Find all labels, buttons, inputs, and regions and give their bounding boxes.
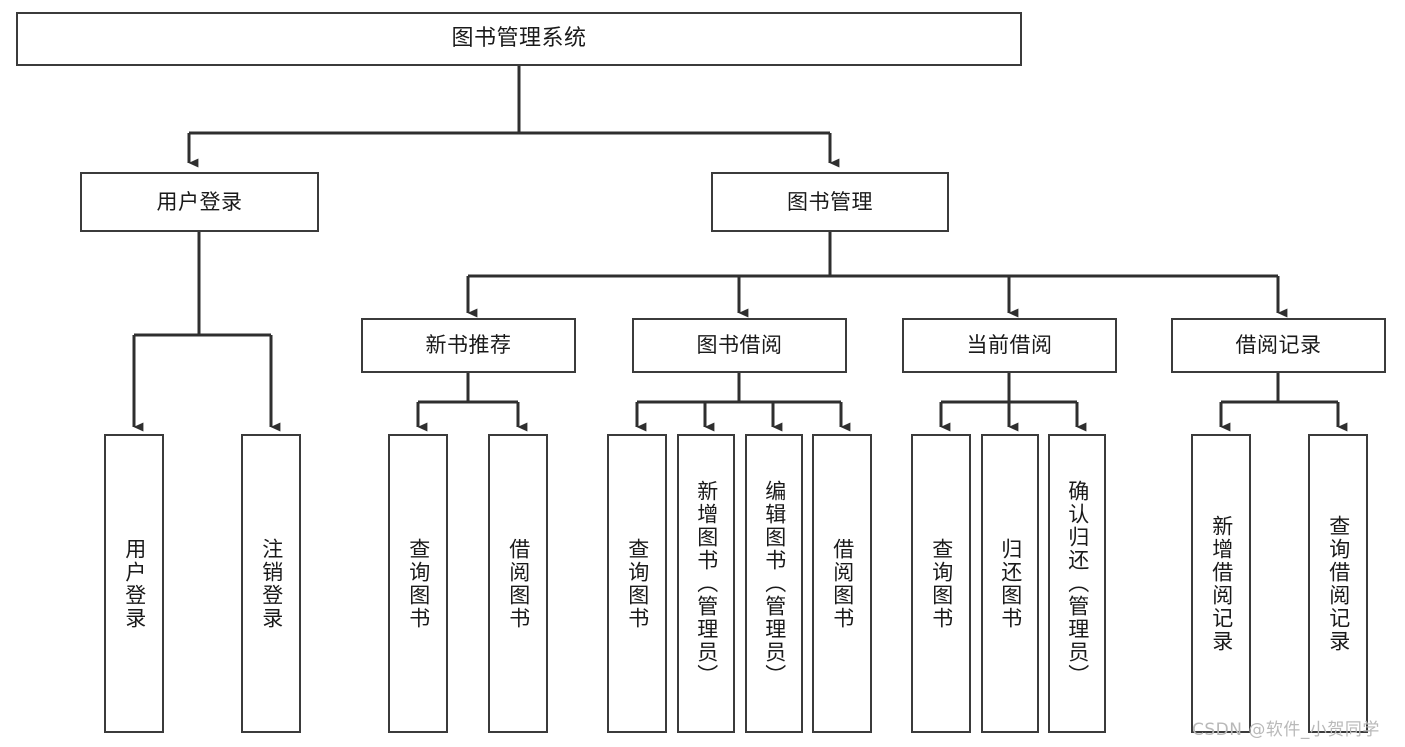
leaf-book-borrow-query[interactable]: 查询图书 (607, 434, 667, 733)
leaf-current-borrow-query-label: 查询图书 (929, 537, 954, 630)
node-new-book-recommend[interactable]: 新书推荐 (361, 318, 576, 373)
node-book-management[interactable]: 图书管理 (711, 172, 949, 232)
node-root-label: 图书管理系统 (451, 26, 587, 52)
leaf-user-login-logout[interactable]: 注销登录 (241, 434, 301, 733)
leaf-current-borrow-query[interactable]: 查询图书 (911, 434, 971, 733)
leaf-book-borrow-borrow-label: 借阅图书 (830, 537, 855, 630)
node-current-borrow[interactable]: 当前借阅 (902, 318, 1117, 373)
leaf-book-borrow-add[interactable]: 新增图书（管理员） (677, 434, 735, 733)
leaf-borrow-record-add[interactable]: 新增借阅记录 (1191, 434, 1251, 733)
node-current-borrow-label: 当前借阅 (966, 333, 1053, 358)
leaf-book-borrow-borrow[interactable]: 借阅图书 (812, 434, 872, 733)
leaf-current-borrow-confirm-label: 确认归还（管理员） (1065, 480, 1090, 687)
node-user-login[interactable]: 用户登录 (80, 172, 319, 232)
leaf-new-book-borrow[interactable]: 借阅图书 (488, 434, 548, 733)
leaf-book-borrow-edit[interactable]: 编辑图书（管理员） (745, 434, 803, 733)
leaf-new-book-query-label: 查询图书 (406, 537, 431, 630)
leaf-new-book-borrow-label: 借阅图书 (506, 537, 531, 630)
node-book-borrow-label: 图书借阅 (696, 333, 783, 358)
leaf-user-login-login[interactable]: 用户登录 (104, 434, 164, 733)
node-borrow-record-label: 借阅记录 (1235, 333, 1322, 358)
leaf-current-borrow-return-label: 归还图书 (998, 537, 1023, 630)
leaf-book-borrow-query-label: 查询图书 (625, 537, 650, 630)
leaf-borrow-record-query[interactable]: 查询借阅记录 (1308, 434, 1368, 733)
node-user-login-label: 用户登录 (156, 189, 243, 214)
leaf-book-borrow-edit-label: 编辑图书（管理员） (762, 480, 787, 687)
node-borrow-record[interactable]: 借阅记录 (1171, 318, 1386, 373)
node-new-book-recommend-label: 新书推荐 (425, 333, 512, 358)
leaf-book-borrow-add-label: 新增图书（管理员） (694, 480, 719, 687)
watermark: CSDN @软件_小贺同学 (1192, 720, 1380, 740)
leaf-borrow-record-query-label: 查询借阅记录 (1326, 514, 1351, 653)
node-book-management-label: 图书管理 (787, 189, 873, 214)
leaf-user-login-login-label: 用户登录 (122, 537, 147, 630)
leaf-new-book-query[interactable]: 查询图书 (388, 434, 448, 733)
node-book-borrow[interactable]: 图书借阅 (632, 318, 847, 373)
leaf-current-borrow-return[interactable]: 归还图书 (981, 434, 1039, 733)
leaf-borrow-record-add-label: 新增借阅记录 (1209, 514, 1234, 653)
leaf-user-login-logout-label: 注销登录 (259, 537, 284, 630)
node-root[interactable]: 图书管理系统 (16, 12, 1022, 66)
leaf-current-borrow-confirm[interactable]: 确认归还（管理员） (1048, 434, 1106, 733)
